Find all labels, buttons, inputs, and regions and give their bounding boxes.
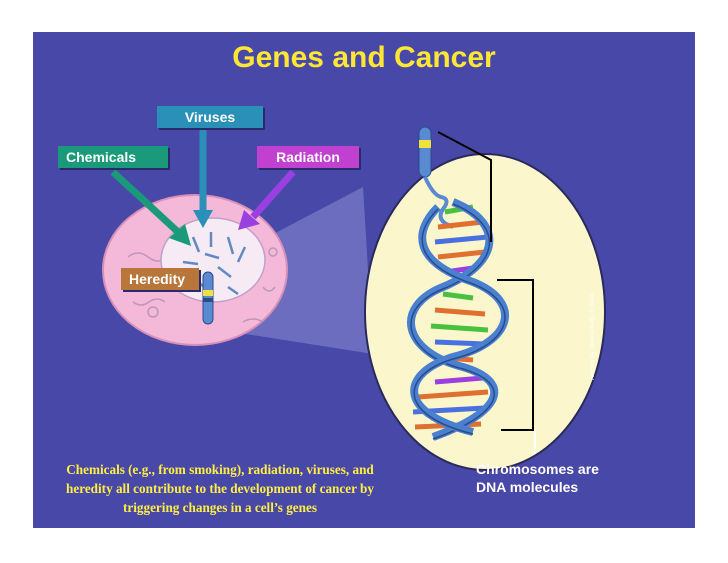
- page-title: Genes and Cancer: [232, 41, 496, 74]
- caption-text: Chemicals (e.g., from smoking), radiatio…: [66, 462, 374, 515]
- artwork-credit: Artwork by Jeanne Kelly. © 2004.: [590, 291, 596, 380]
- viruses-arrow: [193, 130, 213, 228]
- radiation-arrow: [238, 169, 296, 230]
- chromosome-icon: [202, 271, 214, 325]
- brackets: [437, 131, 536, 454]
- slide: Genes and Cancer Viruses Chemicals Radia…: [33, 32, 695, 528]
- heredity-label: Heredity: [121, 268, 199, 290]
- chemicals-label: Chemicals: [58, 146, 168, 168]
- diagram-graphics: [102, 126, 606, 471]
- chemicals-arrow: [110, 169, 191, 246]
- radiation-label: Radiation: [257, 146, 359, 168]
- chromosome-note: Chromosomes are DNA molecules: [476, 461, 599, 495]
- dna-double-helix-icon: [407, 126, 509, 441]
- viruses-label: Viruses: [157, 106, 263, 128]
